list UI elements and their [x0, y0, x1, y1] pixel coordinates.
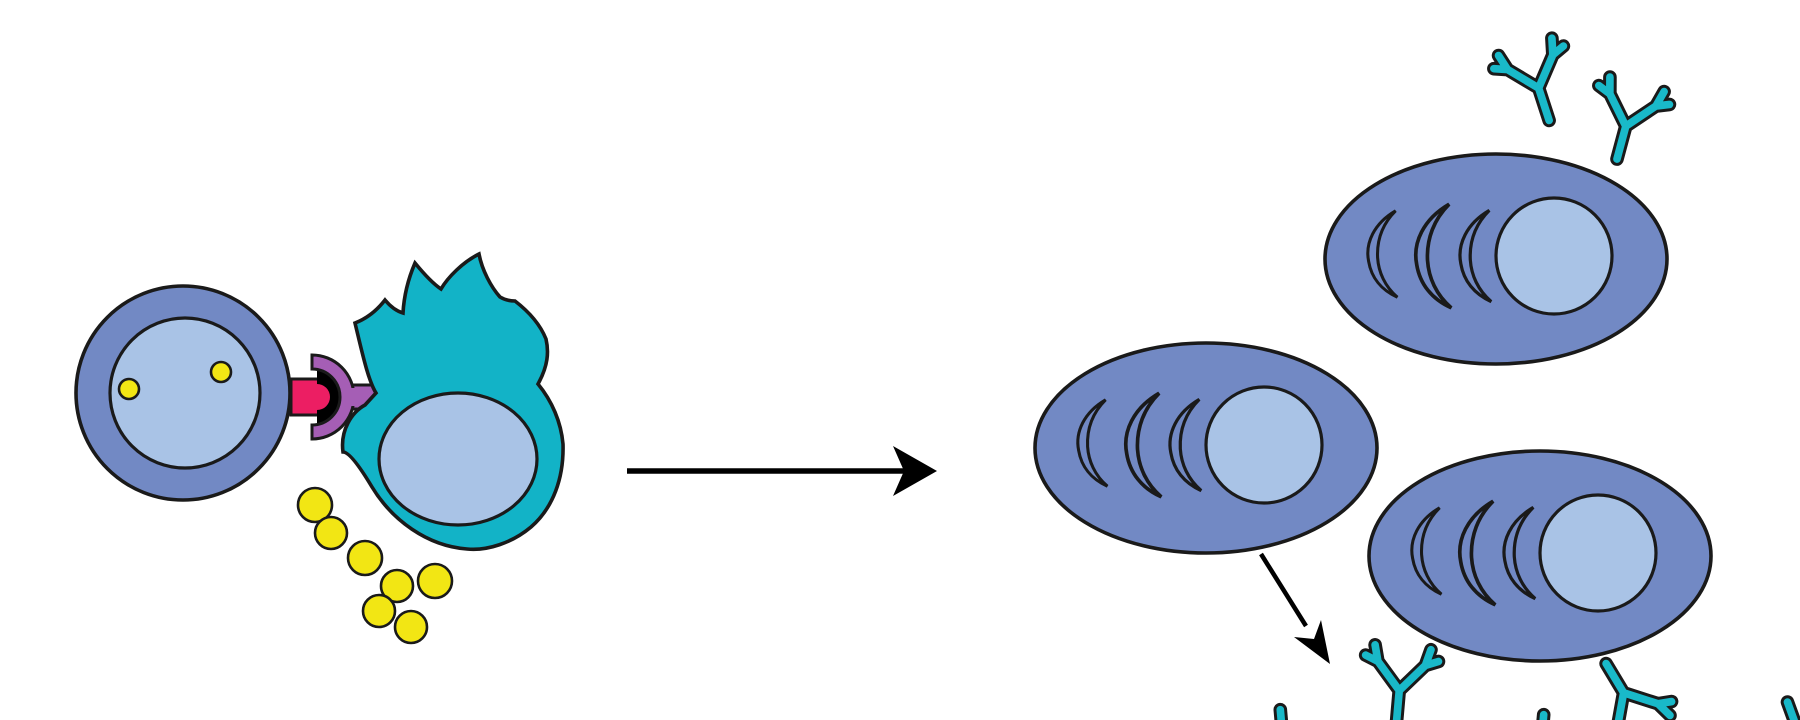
- cytokine: [393, 609, 429, 645]
- differentiation-arrow: [627, 446, 937, 496]
- plasma-cell: [1325, 154, 1667, 364]
- nuclear-granule: [209, 360, 233, 384]
- antibody: [1490, 36, 1583, 132]
- helper-t-cell: [340, 251, 565, 552]
- helper-t-cell-nucleus: [377, 391, 539, 527]
- plasma-cell: [1035, 343, 1377, 553]
- b-cell-nucleus: [108, 316, 262, 470]
- nuclear-granule: [117, 377, 141, 401]
- cytokine: [416, 562, 454, 600]
- cytokine-granules: [296, 486, 454, 645]
- t-cell-receptor: [310, 353, 380, 441]
- antigen-receptor-complex: [289, 353, 380, 441]
- antibody: [1582, 75, 1673, 169]
- antibody: [1360, 644, 1440, 720]
- secretion-arrow: [1259, 552, 1330, 664]
- nuclear-granules: [117, 360, 233, 401]
- cytokine: [361, 593, 397, 629]
- cytokine: [379, 568, 415, 604]
- plasma-cell: [1369, 451, 1711, 661]
- cytokine: [296, 486, 334, 524]
- cytokine: [346, 539, 384, 577]
- antibody: [1501, 711, 1581, 720]
- b-cell: [74, 284, 292, 502]
- antibody: [1244, 706, 1324, 720]
- antibody: [1753, 690, 1800, 720]
- cytokine: [313, 515, 349, 551]
